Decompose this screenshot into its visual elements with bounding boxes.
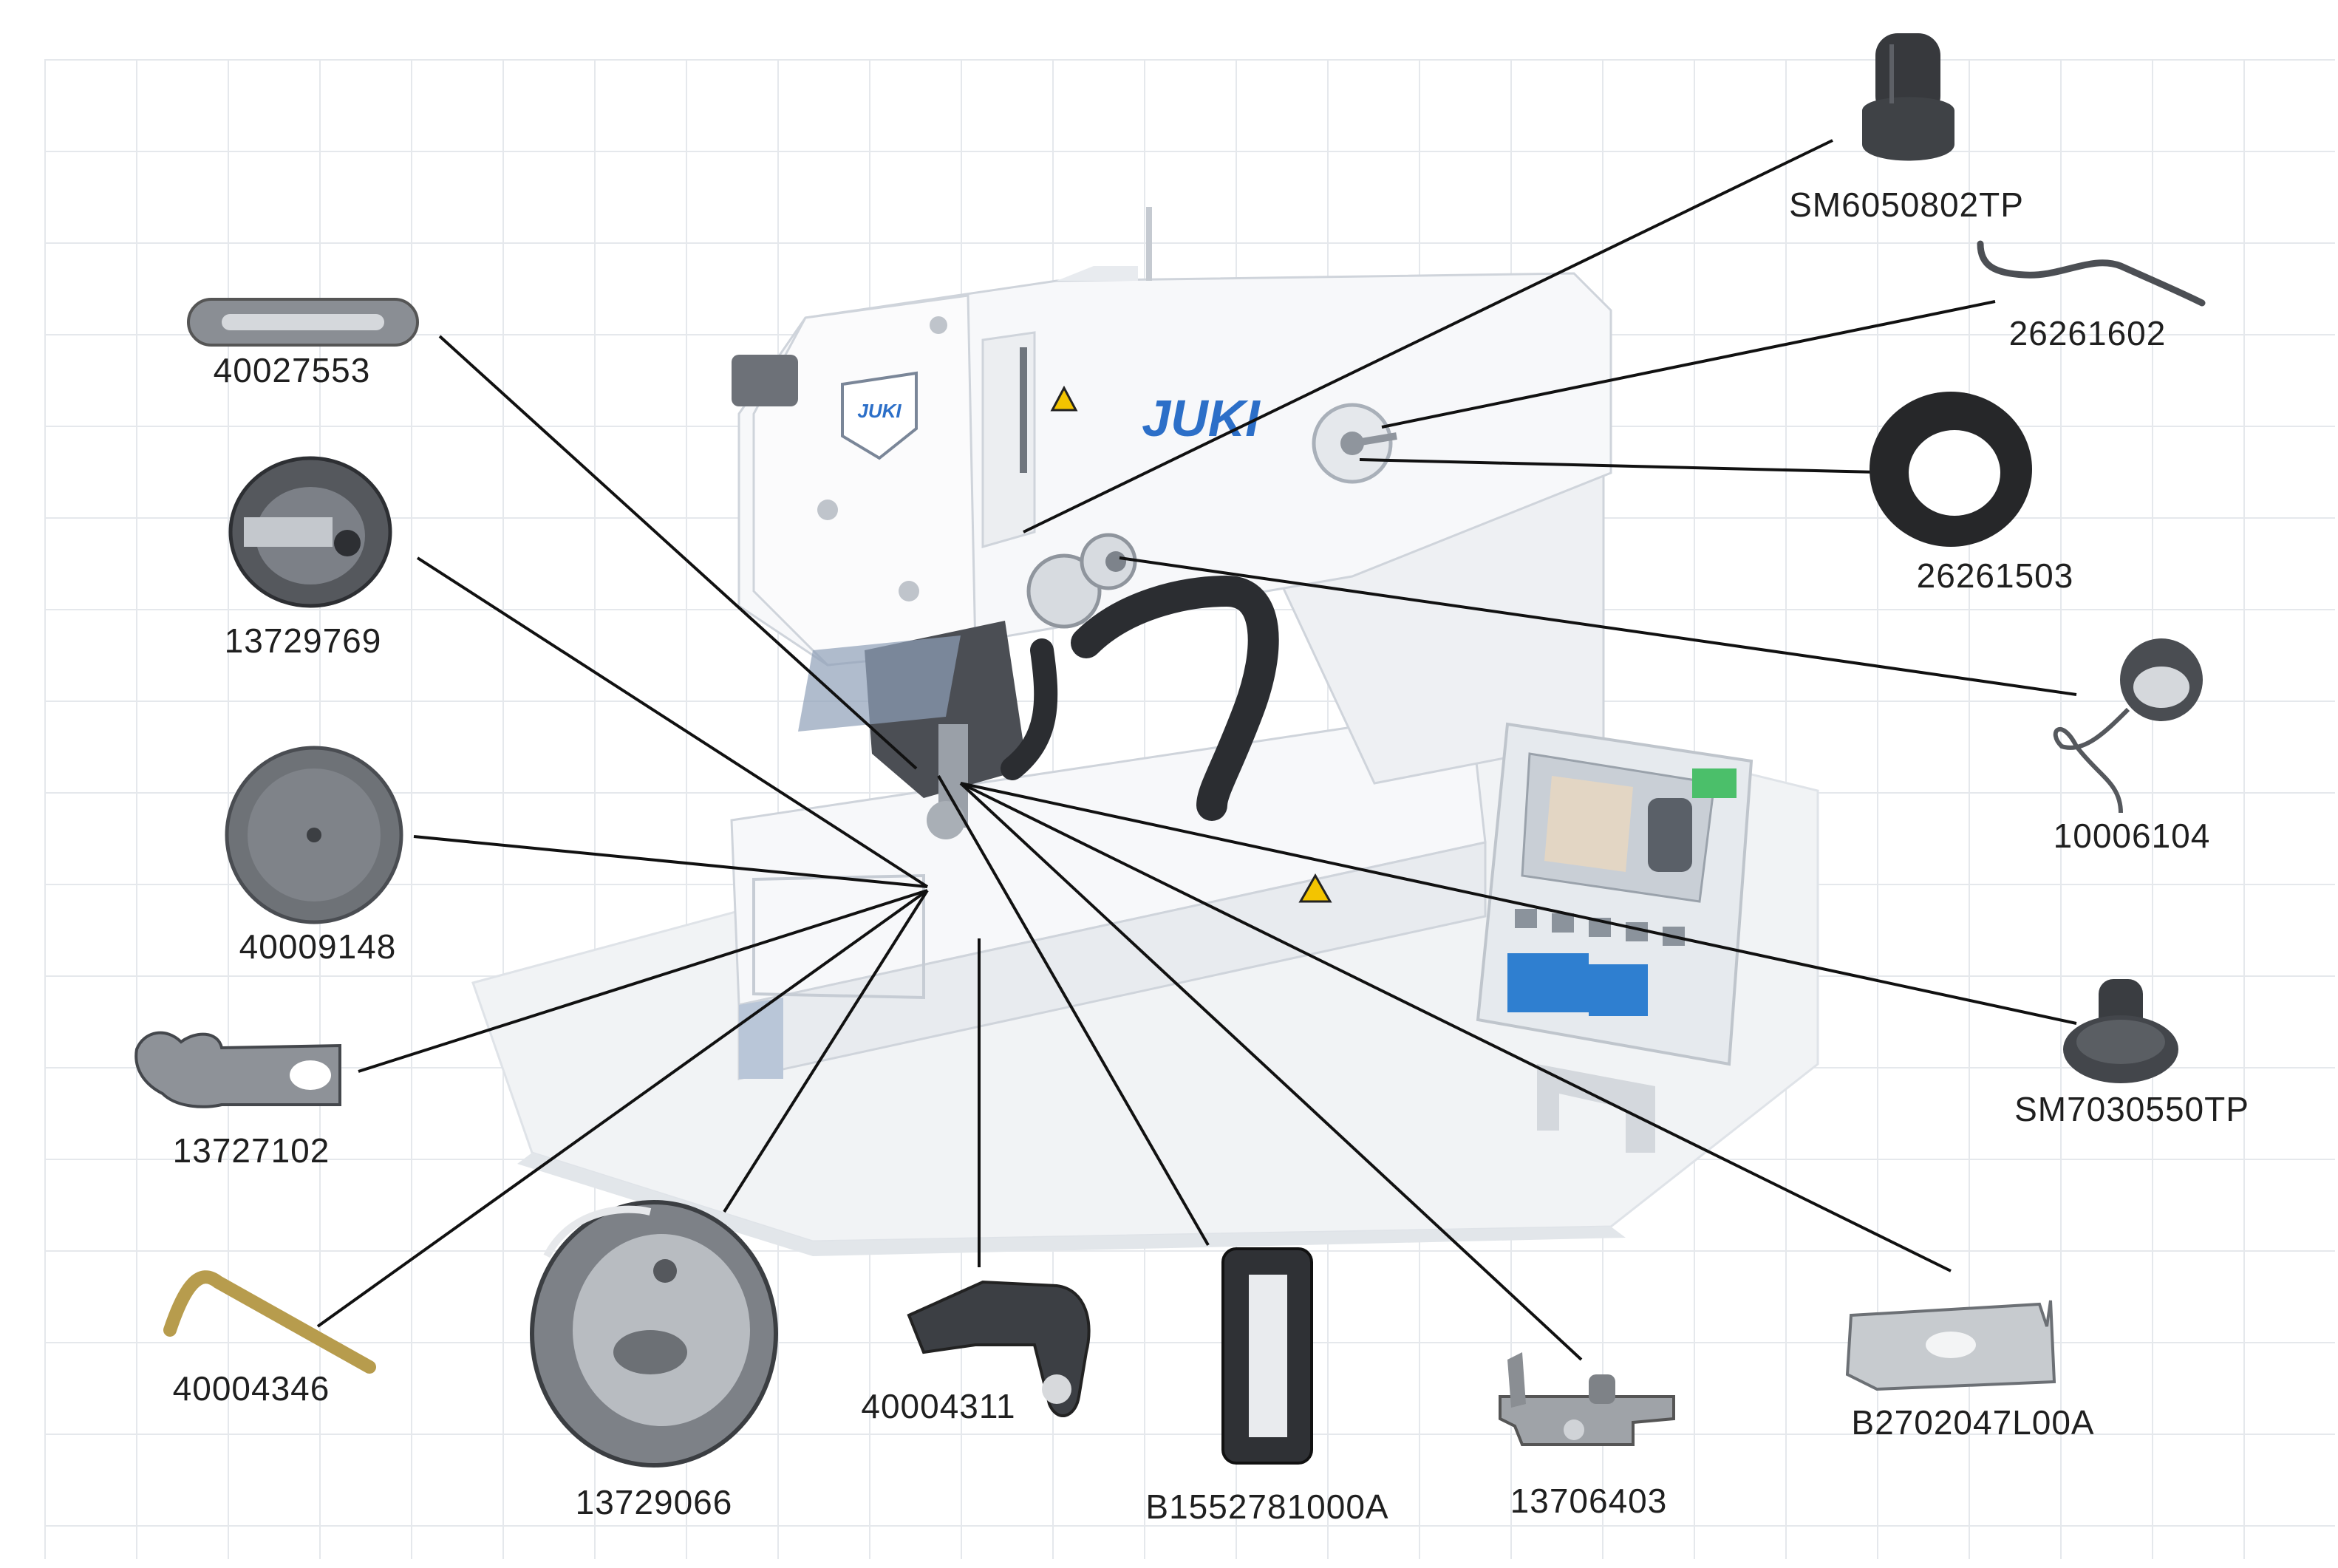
label-40004346: 40004346: [172, 1369, 330, 1408]
label-40027553: 40027553: [213, 351, 371, 389]
brand-badge-text: JUKI: [857, 400, 902, 422]
part-40027553: [187, 298, 419, 347]
part-26261503: [1870, 392, 2032, 547]
label-10006104: 10006104: [2053, 817, 2211, 855]
label-13727102: 13727102: [172, 1131, 330, 1170]
leader-40009148: [413, 835, 928, 888]
part-B2702047L00A: [1845, 1300, 2056, 1391]
label-26261602: 26261602: [2008, 314, 2167, 352]
control-panel: [1476, 722, 1754, 1153]
label-SM7030550TP: SM7030550TP: [2014, 1090, 2249, 1128]
part-40004346: [163, 1270, 376, 1374]
leader-lines: [316, 139, 2077, 1361]
leader-13727102: [358, 889, 928, 1073]
label-13729066: 13729066: [575, 1483, 733, 1521]
machine-face-plate: [752, 294, 977, 667]
leader-B2702047L00A: [960, 782, 1952, 1272]
sewing-machine: JUKI JUKI: [471, 207, 1819, 1256]
label-26261503: 26261503: [1916, 556, 2074, 595]
cable-hose: [1071, 575, 1279, 821]
label-13729769: 13729769: [224, 621, 382, 660]
part-13706403: [1499, 1352, 1675, 1446]
part-SM6050802TP: [1862, 33, 1954, 161]
part-13727102: [134, 1031, 341, 1108]
leader-26261602: [1381, 300, 1996, 429]
leader-40004346: [316, 889, 929, 1328]
part-13729769: [228, 456, 392, 608]
label-13706403: 13706403: [1510, 1482, 1668, 1520]
leader-13729066: [723, 889, 929, 1213]
leader-10006104: [1119, 556, 2077, 696]
leader-13706403: [959, 782, 1583, 1361]
label-B1552781000A: B1552781000A: [1145, 1487, 1389, 1526]
part-B1552781000A: [1221, 1247, 1313, 1465]
part-40004311: [907, 1280, 1091, 1417]
part-40009148: [225, 746, 403, 924]
brand-badge-shield: [841, 371, 918, 460]
leader-13729769: [416, 556, 929, 888]
label-SM6050802TP: SM6050802TP: [1789, 185, 2024, 224]
part-10006104: [2053, 638, 2203, 814]
left-knob: [732, 355, 798, 406]
leader-B1552781000A: [937, 775, 1210, 1246]
part-26261602: [1977, 240, 2206, 307]
leader-SM6050802TP: [1023, 139, 1833, 534]
leader-40027553: [438, 335, 918, 770]
label-40004311: 40004311: [861, 1387, 1016, 1425]
part-SM7030550TP: [2063, 979, 2178, 1083]
leader-SM7030550TP: [960, 782, 2077, 1025]
brand-logo-text: JUKI: [1142, 389, 1261, 447]
label-40009148: 40009148: [239, 927, 397, 966]
leader-26261503: [1359, 458, 1907, 474]
part-13729066: [530, 1200, 778, 1468]
label-B2702047L00A: B2702047L00A: [1851, 1403, 2095, 1442]
